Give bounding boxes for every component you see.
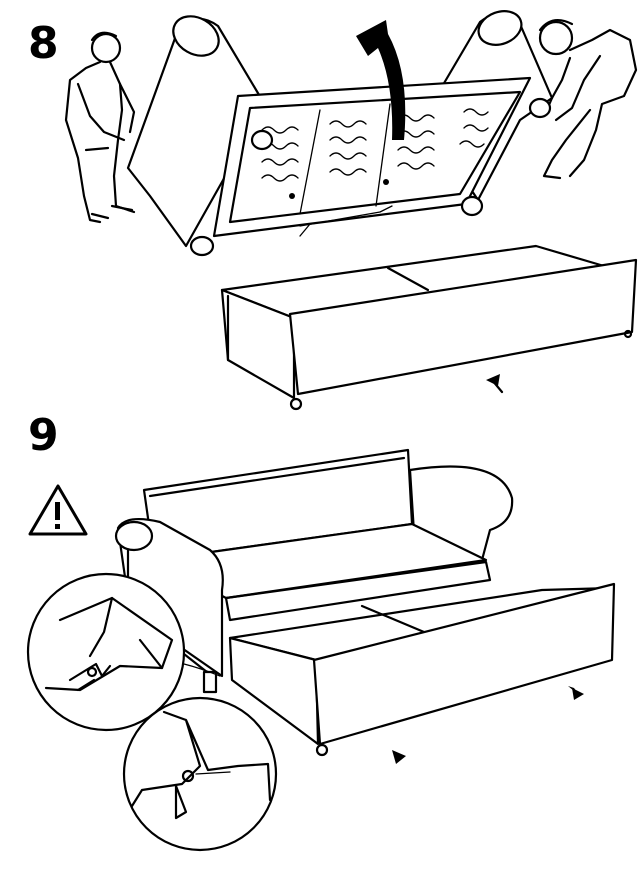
detail-circle-upper — [26, 572, 221, 732]
pulled-out-drawer — [228, 582, 616, 757]
step-9-illustration — [26, 448, 616, 852]
sofa — [114, 448, 514, 694]
person-left — [64, 31, 136, 224]
step-9-number: 9 — [28, 410, 59, 461]
person-right — [538, 19, 638, 180]
arrow-icon — [486, 374, 504, 394]
sofa-base-tilted — [126, 10, 554, 257]
drawer-box — [220, 244, 638, 411]
step-8-illustration — [64, 10, 638, 411]
step-8-number: 8 — [28, 18, 59, 69]
warning-triangle-icon — [28, 484, 88, 536]
arrow-icon — [392, 686, 584, 764]
curved-arrow-icon — [356, 20, 406, 140]
detail-circle-lower — [122, 696, 278, 852]
